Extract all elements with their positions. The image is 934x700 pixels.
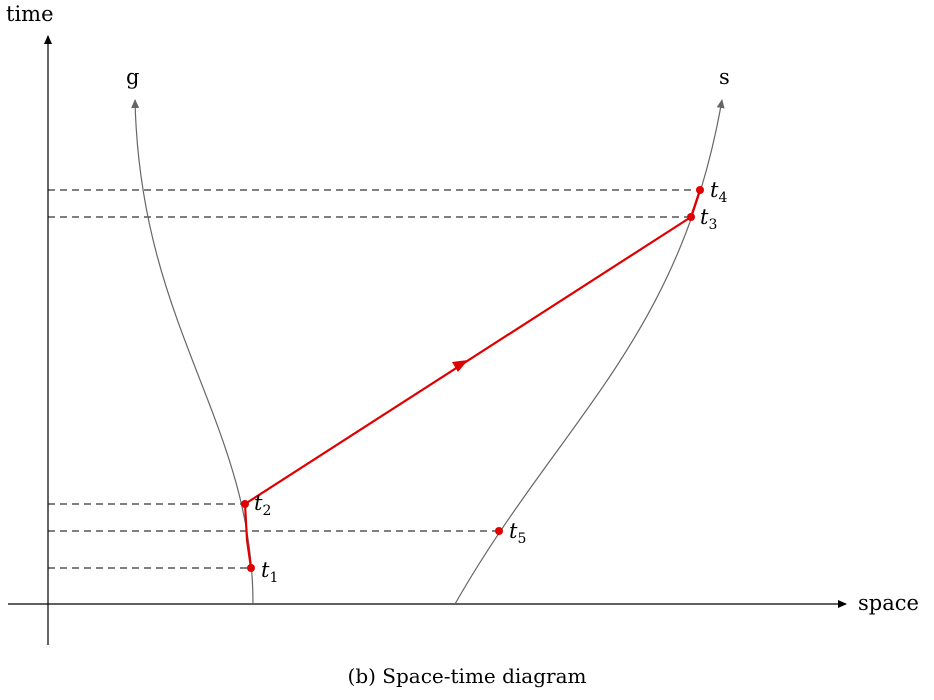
worldline-s [454, 99, 725, 605]
event-label-t4: t4 [710, 178, 727, 206]
event-t1 [247, 564, 255, 572]
signal-segment-t1-t2 [243, 502, 253, 570]
event-t4 [696, 186, 704, 194]
event-label-t1: t1 [261, 558, 278, 586]
events [241, 186, 704, 572]
event-label-t2: t2 [254, 491, 271, 519]
signal-segment-t2-t3 [243, 215, 693, 506]
time-guides [48, 189, 700, 569]
signal-direction-arrow-icon [452, 360, 468, 372]
signal-segment-t3-t4 [689, 188, 702, 219]
space-axis-label: space [858, 591, 919, 615]
worldline-s-label: s [719, 65, 730, 89]
figure-caption: (b) Space-time diagram [347, 664, 587, 688]
space-time-diagram: time space g s t1 t2 t3 t4 t5 [6, 2, 919, 645]
event-label-t3: t3 [700, 205, 717, 233]
time-axis-label: time [6, 2, 54, 26]
worldline-g-label: g [126, 65, 139, 89]
signal-path [243, 188, 702, 570]
event-t3 [687, 213, 695, 221]
event-t2 [241, 500, 249, 508]
worldline-g [131, 99, 254, 605]
event-label-t5: t5 [509, 519, 526, 547]
event-t5 [495, 527, 503, 535]
